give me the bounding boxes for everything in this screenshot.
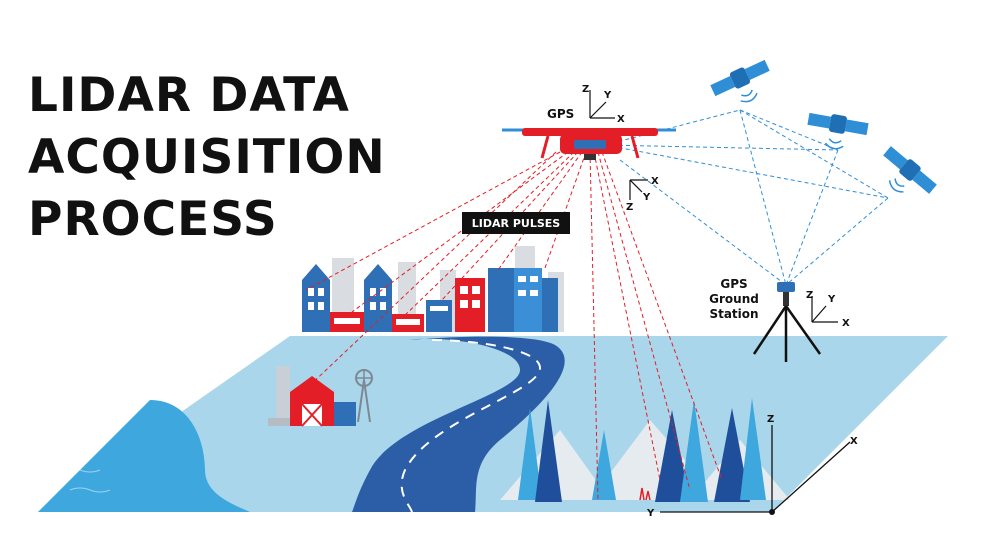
axis-x-label: X <box>842 318 850 329</box>
city <box>302 264 558 332</box>
axis-z-label: Z <box>582 84 589 95</box>
drone-icon <box>502 128 676 160</box>
title-line-1: LIDAR DATA <box>28 68 350 123</box>
axis-z-label: Z <box>767 414 774 425</box>
tree-icon <box>518 408 542 500</box>
lidar-pulses-label-bg <box>462 212 570 234</box>
axis-y-label: Y <box>642 192 651 203</box>
tree-icon <box>714 408 750 502</box>
ground-station-label-line3: Station <box>709 307 758 321</box>
tree-icon <box>680 400 708 502</box>
forest <box>518 398 766 502</box>
road <box>352 336 565 512</box>
axes-station <box>811 296 838 323</box>
ground-station-label-line1: GPS <box>720 277 747 291</box>
axis-y-label: Y <box>646 508 655 519</box>
gps-links <box>604 109 889 286</box>
satellite-icon <box>710 59 770 103</box>
building-icon <box>364 264 392 332</box>
satellite-icon <box>807 112 869 150</box>
axes-drone <box>589 90 615 119</box>
axis-y-label: Y <box>603 90 612 101</box>
building-icon <box>302 264 330 332</box>
axes-ground <box>660 425 851 513</box>
tree-icon <box>535 400 562 502</box>
barn-icon <box>268 366 356 427</box>
gps-label: GPS <box>547 107 574 121</box>
tripod-icon <box>752 282 822 362</box>
axis-x-label: X <box>651 176 659 187</box>
tree-icon <box>740 398 766 500</box>
axis-x-label: X <box>850 436 858 447</box>
ground-station-label-line2: Ground <box>709 292 759 306</box>
lake <box>38 400 250 512</box>
axis-z-label: Z <box>806 290 813 301</box>
title-line-2: ACQUISITION <box>28 130 386 185</box>
title-line-3: PROCESS <box>28 192 278 247</box>
axes-sensor <box>629 179 648 200</box>
axis-y-label: Y <box>827 294 836 305</box>
windmill-icon <box>355 369 373 423</box>
lidar-pulses-label: LIDAR PULSES <box>472 217 560 230</box>
tree-icon <box>655 410 690 502</box>
road-centerline <box>400 339 542 513</box>
satellite-icon <box>883 146 937 194</box>
axis-z-label: Z <box>626 202 633 213</box>
axis-x-label: X <box>617 114 625 125</box>
